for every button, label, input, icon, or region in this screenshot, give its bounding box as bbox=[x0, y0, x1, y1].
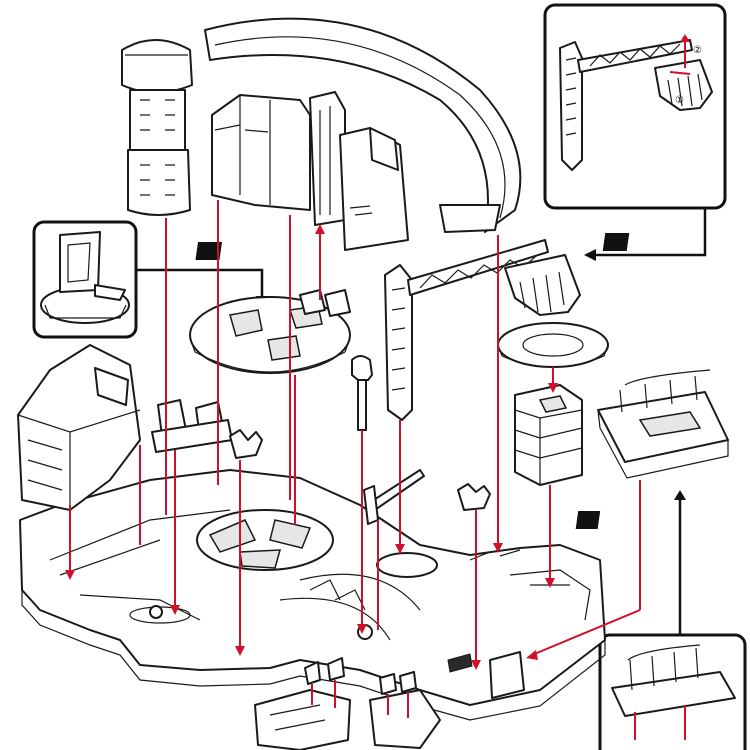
sub-step-label: ① bbox=[675, 95, 684, 106]
base-board bbox=[19, 469, 606, 721]
crane-arm bbox=[351, 239, 581, 431]
assembly-lines bbox=[65, 200, 641, 718]
callout-platform-detail bbox=[598, 633, 747, 750]
front-ramp bbox=[254, 689, 441, 750]
step-badge-2: 2 bbox=[602, 233, 683, 251]
turntable-disk bbox=[189, 289, 351, 374]
connector-line bbox=[592, 208, 707, 257]
callout-crane-detail: ② ① bbox=[543, 3, 727, 210]
sub-step-label: ② bbox=[693, 45, 702, 56]
square-tower bbox=[514, 384, 583, 486]
round-plate bbox=[497, 322, 609, 368]
platform-piece bbox=[597, 369, 729, 479]
turntable-pad bbox=[196, 509, 334, 571]
silo-tower bbox=[121, 39, 193, 216]
left-building bbox=[17, 344, 141, 511]
step-badge-3: 3 bbox=[195, 242, 244, 260]
connector-line bbox=[136, 268, 264, 300]
step-number: 1 bbox=[658, 512, 666, 528]
step-badge-1: 1 bbox=[575, 511, 666, 529]
arrow-icon bbox=[674, 490, 686, 500]
arch-rail bbox=[204, 17, 522, 233]
gate-pieces bbox=[363, 469, 425, 525]
base-pegs bbox=[304, 624, 525, 699]
callout-turntable-detail bbox=[32, 220, 138, 339]
arrow-icon bbox=[584, 249, 596, 261]
garage-building bbox=[211, 91, 409, 251]
step-number: 2 bbox=[674, 234, 683, 250]
step-number: 3 bbox=[236, 243, 244, 259]
